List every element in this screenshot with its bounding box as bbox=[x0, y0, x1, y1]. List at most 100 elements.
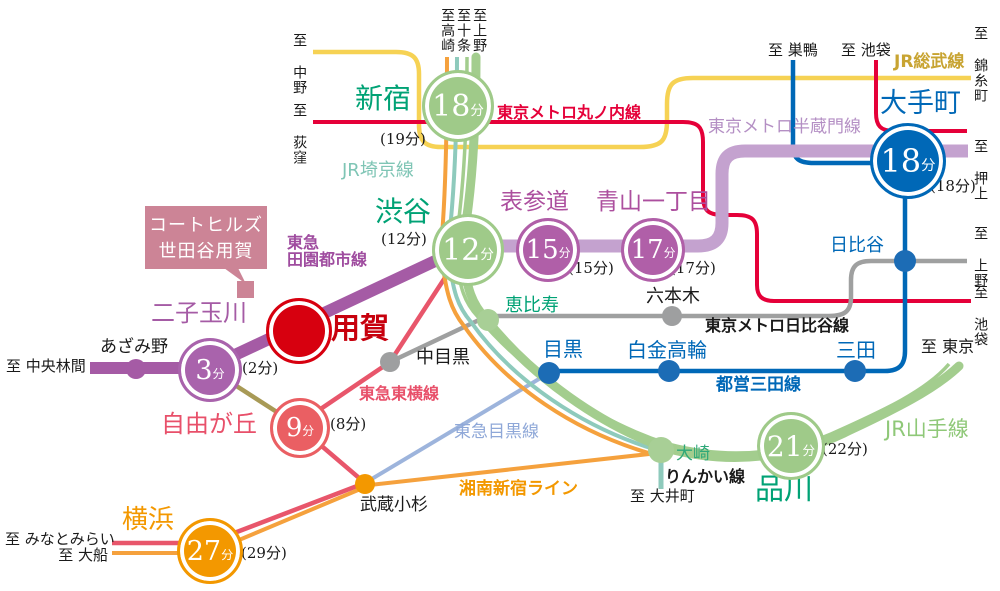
hibiya-line-label: 東京メトロ日比谷線 bbox=[705, 316, 850, 335]
dest-ofuna: 至 大船 bbox=[58, 546, 108, 564]
property-marker bbox=[237, 281, 254, 298]
shonan-line-path bbox=[438, 56, 653, 456]
dest-takasaki: 至高崎 bbox=[439, 8, 456, 53]
mita-line-label: 都営三田線 bbox=[716, 375, 801, 395]
meguro-dot bbox=[538, 362, 560, 384]
denentoshi-label-line2: 田園都市線 bbox=[287, 249, 368, 269]
time-value: 18 bbox=[432, 88, 471, 124]
shirokane-dot bbox=[658, 360, 680, 382]
mita-dot bbox=[844, 360, 866, 382]
property-callout: コートヒルズ 世田谷用賀 bbox=[145, 206, 267, 269]
time-unit: 分 bbox=[921, 158, 936, 175]
rinkai-line-label: りんかい線 bbox=[665, 467, 746, 486]
yamanote-line-label: JR山手線 bbox=[885, 417, 969, 441]
time-value: 9 bbox=[285, 413, 303, 443]
saikyo-line-path bbox=[445, 56, 658, 452]
dest-ogikubo: 至 荻窪 bbox=[291, 103, 308, 165]
nakameguro-dot bbox=[380, 352, 400, 372]
time-value: 27 bbox=[186, 535, 222, 567]
property-line1: コートヒルズ bbox=[149, 215, 263, 236]
azamino-name: あざみ野 bbox=[100, 337, 168, 357]
dest-ikebukuro-top: 至 池袋 bbox=[841, 41, 891, 59]
saikyo-line-label: JR埼京線 bbox=[342, 160, 414, 181]
dest-minatomirai: 至 みなとみらい bbox=[5, 530, 115, 548]
time-value: 3 bbox=[195, 354, 213, 386]
aoyama-name: 青山一丁目 bbox=[596, 189, 711, 215]
marunouchi-line-label: 東京メトロ丸ノ内線 bbox=[497, 103, 642, 122]
time-unit: 分 bbox=[663, 246, 676, 261]
futako-paren: (2分) bbox=[242, 359, 279, 377]
nakameguro-name: 中目黒 bbox=[416, 347, 470, 368]
shibuya-name: 渋谷 bbox=[375, 195, 432, 228]
jiyugaoka-paren: (8分) bbox=[330, 415, 367, 433]
shonan-branch-path bbox=[112, 451, 659, 555]
ebisu-dot bbox=[477, 309, 499, 331]
time-unit: 分 bbox=[221, 547, 234, 562]
dest-sugamo: 至 巣鴨 bbox=[768, 41, 818, 59]
dest-tokyo: 至 東京 bbox=[921, 337, 975, 356]
marunouchi-line-path bbox=[313, 120, 971, 303]
shinagawa-paren: (22分) bbox=[822, 440, 868, 458]
time-unit: 分 bbox=[480, 247, 494, 264]
shinjuku-name: 新宿 bbox=[355, 82, 412, 115]
azamino-dot bbox=[126, 359, 146, 379]
dest-oimachi: 至 大井町 bbox=[630, 487, 695, 505]
yoga-badge bbox=[266, 298, 332, 364]
dest-kinshicho: 至 錦糸町 bbox=[972, 26, 989, 103]
roppongi-dot bbox=[662, 306, 682, 326]
roppongi-name: 六本木 bbox=[646, 286, 700, 307]
dest-ikebukuro-right: 至 池袋 bbox=[972, 285, 989, 347]
dest-oshiage: 至 押上 bbox=[972, 139, 989, 201]
shirokane-name: 白金高輪 bbox=[627, 338, 707, 362]
dest-ueno-top: 至上野 bbox=[471, 8, 488, 53]
meguro-line-path bbox=[363, 371, 551, 485]
time-unit: 分 bbox=[802, 442, 816, 458]
time-value: 18 bbox=[880, 142, 922, 180]
omotesando-paren: (15分) bbox=[568, 259, 614, 277]
time-value: 15 bbox=[525, 235, 559, 265]
yoga-name: 用賀 bbox=[331, 311, 390, 345]
meguro-name: 目黒 bbox=[543, 337, 583, 361]
time-unit: 分 bbox=[212, 366, 225, 381]
jiyugaoka-name: 自由が丘 bbox=[161, 410, 257, 438]
sobu-line-path bbox=[313, 49, 971, 150]
dest-chuorinkan: 至 中央林間 bbox=[6, 357, 86, 375]
meguro-line-label: 東急目黒線 bbox=[454, 422, 539, 442]
hanzomon-line-label: 東京メトロ半蔵門線 bbox=[708, 117, 861, 137]
time-value: 17 bbox=[630, 235, 664, 265]
osaki-dot bbox=[648, 437, 674, 463]
yokohama-paren: (29分) bbox=[241, 544, 287, 562]
time-unit: 分 bbox=[558, 246, 571, 261]
dest-ueno-right: 至 上野 bbox=[972, 226, 989, 288]
ebisu-name: 恵比寿 bbox=[505, 295, 559, 316]
dest-nakano: 至 中野 bbox=[291, 33, 308, 95]
shonan-line-label: 湘南新宿ライン bbox=[459, 479, 578, 499]
dest-jujo: 至十条 bbox=[455, 8, 472, 53]
time-unit: 分 bbox=[302, 424, 315, 439]
musashikosugi-dot bbox=[355, 474, 375, 494]
hanzomon-line-path bbox=[497, 144, 968, 253]
omotesando-name: 表参道 bbox=[500, 189, 569, 215]
sobu-line-label: JR総武線 bbox=[894, 52, 965, 72]
denentoshi-line-label: 東急 田園都市線 bbox=[287, 234, 368, 269]
otemachi-paren: (18分) bbox=[930, 177, 976, 195]
time-value: 21 bbox=[766, 429, 803, 463]
time-unit: 分 bbox=[470, 103, 484, 120]
hibiya-dot bbox=[894, 250, 916, 272]
shinjuku-paren: (19分) bbox=[380, 130, 426, 148]
time-value: 12 bbox=[442, 232, 481, 268]
otemachi-name: 大手町 bbox=[880, 88, 961, 119]
toyoko-line-label: 東急東横線 bbox=[359, 384, 440, 403]
hibiya-name: 日比谷 bbox=[830, 235, 884, 256]
musashikosugi-name: 武蔵小杉 bbox=[360, 495, 428, 515]
